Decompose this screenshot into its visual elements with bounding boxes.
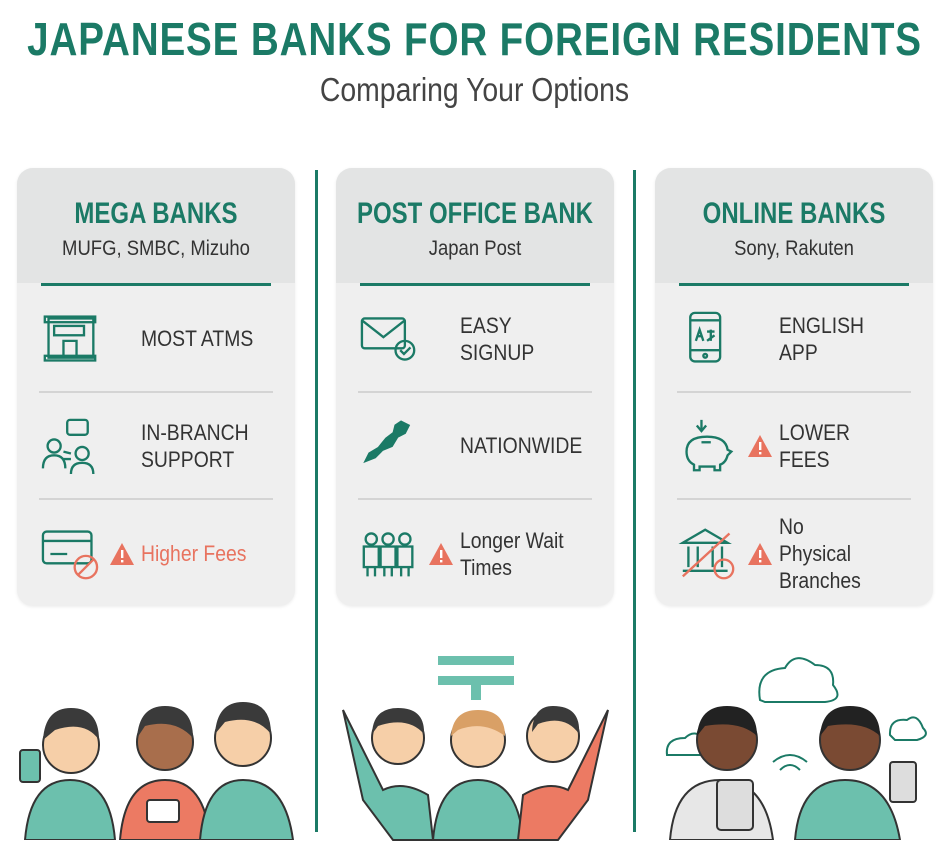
header-divider [679, 283, 909, 286]
page-title: JAPANESE BANKS FOR FOREIGN RESIDENTS [27, 12, 921, 66]
divider [633, 170, 636, 832]
feature-row: Higher Fees [39, 500, 273, 606]
feature-text: EASY SIGNUP [460, 312, 535, 365]
warning-icon [110, 542, 134, 565]
queue-people-icon [362, 531, 414, 576]
card-title: ONLINE BANKS [683, 196, 905, 232]
card-subtitle: Sony, Rakuten [672, 236, 917, 262]
warning-icon [748, 542, 772, 565]
feature-row: NATIONWIDE [358, 393, 592, 500]
no-bank-branch-icon [678, 527, 735, 579]
feature-text: MOST ATMS [141, 326, 254, 351]
page-subtitle: Comparing Your Options [66, 70, 882, 110]
feature-text: LOWER FEES [779, 419, 851, 472]
bank-card: ONLINE BANKS Sony, Rakuten ENGLISH APP L… [655, 168, 933, 606]
card-subtitle-text: Sony, Rakuten [734, 237, 854, 260]
piggy-bank-icon [685, 419, 734, 471]
feature-row: ENGLISH APP [677, 286, 911, 393]
divider [315, 170, 318, 832]
bank-card: MEGA BANKS MUFG, SMBC, Mizuho MOST ATMS … [17, 168, 295, 606]
atm-building-icon [43, 314, 97, 362]
header-divider [41, 283, 271, 286]
card-title: POST OFFICE BANK [357, 196, 593, 232]
card-subtitle-text: Japan Post [428, 237, 522, 260]
online-banks-people-illustration [665, 657, 927, 840]
card-no-fee-icon [41, 529, 99, 579]
post-office-people-illustration [342, 656, 609, 841]
card-title-text: ONLINE BANKS [702, 197, 886, 230]
warning-icon [429, 542, 453, 565]
feature-text: ENGLISH APP [779, 312, 865, 365]
envelope-check-icon [360, 316, 416, 361]
japan-map-icon [363, 419, 411, 463]
in-branch-support-icon [41, 418, 95, 474]
card-title-text: POST OFFICE BANK [357, 197, 594, 230]
feature-row: IN-BRANCH SUPPORT [39, 393, 273, 500]
feature-row: EASY SIGNUP [358, 286, 592, 393]
card-subtitle: Japan Post [353, 236, 598, 262]
card-title-text: MEGA BANKS [74, 197, 238, 230]
feature-row: MOST ATMS [39, 286, 273, 393]
mega-banks-people-illustration [19, 702, 295, 840]
card-subtitle: MUFG, SMBC, Mizuho [34, 236, 279, 262]
page-title-text: JAPANESE BANKS FOR FOREIGN RESIDENTS [27, 13, 922, 65]
feature-text: Higher Fees [141, 541, 247, 566]
feature-row: No Physical Branches [677, 500, 911, 606]
card-subtitle-text: MUFG, SMBC, Mizuho [62, 237, 250, 260]
feature-text: No Physical Branches [779, 514, 861, 593]
header-divider [360, 283, 590, 286]
feature-text: IN-BRANCH SUPPORT [141, 419, 249, 472]
warning-icon [748, 434, 772, 457]
card-title: MEGA BANKS [45, 196, 267, 232]
phone-translate-icon [689, 311, 722, 363]
feature-text: Longer Wait Times [460, 527, 564, 580]
feature-row: LOWER FEES [677, 393, 911, 500]
feature-text: NATIONWIDE [460, 433, 583, 458]
feature-row: Longer Wait Times [358, 500, 592, 606]
page-subtitle-text: Comparing Your Options [319, 71, 630, 108]
bank-card: POST OFFICE BANK Japan Post EASY SIGNUP … [336, 168, 614, 606]
